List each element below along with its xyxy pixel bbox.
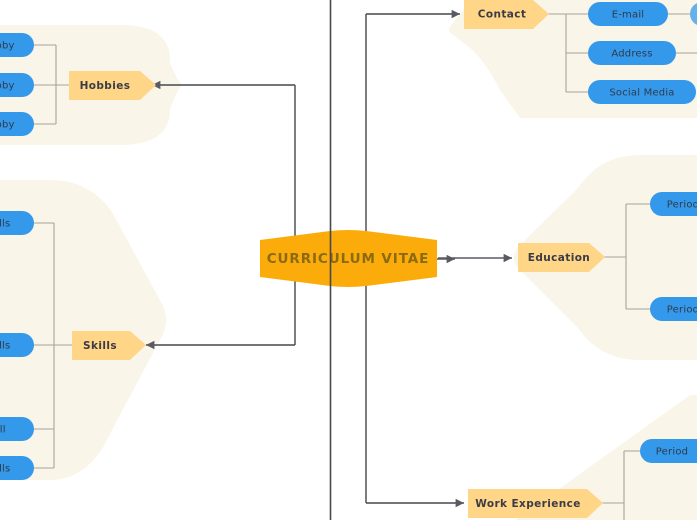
leaf-contact-social-media[interactable]: Social Media — [588, 80, 696, 104]
leaf-hobbies-hobby-1-shape[interactable] — [0, 33, 34, 57]
edge-hobbies-children — [34, 44, 78, 125]
branch-hobbies-shape[interactable] — [69, 71, 156, 100]
center-node-label: CURRICULUM VITAE — [267, 251, 429, 267]
leaf-skills-4-shape[interactable] — [0, 456, 34, 480]
leaf-contact-address[interactable]: Address — [588, 41, 676, 65]
halo-work-experience-2 — [515, 395, 697, 520]
leaf-hobbies-hobby-3[interactable]: Hobby — [0, 112, 34, 136]
branch-contact[interactable]: Contact — [464, 0, 549, 29]
edge-skills-children — [34, 222, 72, 469]
edge-work-children — [602, 450, 640, 520]
branch-education-shape[interactable] — [518, 243, 605, 272]
leaf-contact-email-shape[interactable] — [588, 2, 668, 26]
branch-work-experience-shape[interactable] — [468, 489, 603, 518]
leaf-education-period-2-label: Period — [667, 305, 697, 316]
leaf-contact-social-media-shape[interactable] — [588, 80, 696, 104]
leaf-skills-3[interactable]: Skill — [0, 417, 34, 441]
branch-education[interactable]: Education — [518, 243, 605, 272]
branch-skills[interactable]: Skills — [72, 331, 146, 360]
branch-skills-shape[interactable] — [72, 331, 146, 360]
leaf-offscreen-email-child-shape[interactable] — [690, 2, 697, 26]
leaf-skills-2[interactable]: Skills — [0, 333, 34, 357]
leaf-skills-4[interactable]: Skills — [0, 456, 34, 480]
leaf-education-period-2-shape[interactable] — [650, 297, 697, 321]
leaf-hobbies-hobby-3-shape[interactable] — [0, 112, 34, 136]
leaf-contact-social-media-label: Social Media — [609, 88, 674, 99]
branch-skills-label: Skills — [83, 340, 117, 352]
leaf-work-period-1[interactable]: Period — [640, 439, 697, 463]
leaf-skills-4-label: Skills — [0, 464, 10, 475]
leaf-education-period-1-label: Period — [667, 200, 697, 211]
branch-education-label: Education — [528, 252, 590, 264]
center-node-shape[interactable] — [260, 230, 437, 287]
halo-skills — [0, 180, 166, 480]
leaf-work-period-1-label: Period — [656, 447, 688, 458]
center-node[interactable]: CURRICULUM VITAE — [260, 230, 437, 287]
edge-education-children — [604, 203, 650, 310]
branch-work-experience[interactable]: Work Experience — [468, 489, 603, 518]
branch-hobbies-label: Hobbies — [80, 80, 131, 92]
branch-hobbies[interactable]: Hobbies — [69, 71, 156, 100]
leaf-skills-1[interactable]: Skills — [0, 211, 34, 235]
leaf-skills-3-shape[interactable] — [0, 417, 34, 441]
leaf-education-period-1-shape[interactable] — [650, 192, 697, 216]
leaf-work-period-1-shape[interactable] — [640, 439, 697, 463]
leaf-education-period-2[interactable]: Period — [650, 297, 697, 321]
branch-contact-label: Contact — [478, 9, 527, 21]
leaf-skills-2-shape[interactable] — [0, 333, 34, 357]
edge-contact-children — [548, 13, 588, 93]
leaf-skills-3-label: Skill — [0, 425, 6, 436]
leaf-hobbies-hobby-3-label: Hobby — [0, 120, 15, 131]
leaf-hobbies-hobby-2-label: Hobby — [0, 81, 15, 92]
leaf-skills-1-shape[interactable] — [0, 211, 34, 235]
leaf-contact-email[interactable]: E-mail — [588, 2, 668, 26]
leaf-skills-2-label: Skills — [0, 341, 10, 352]
leaf-contact-email-label: E-mail — [612, 10, 645, 21]
leaf-hobbies-hobby-1[interactable]: Hobby — [0, 33, 34, 57]
leaf-contact-address-shape[interactable] — [588, 41, 676, 65]
leaf-hobbies-hobby-2[interactable]: Hobby — [0, 73, 34, 97]
leaf-hobbies-hobby-1-label: Hobby — [0, 41, 15, 52]
leaf-skills-1-label: Skills — [0, 219, 10, 230]
leaf-hobbies-hobby-2-shape[interactable] — [0, 73, 34, 97]
leaf-offscreen-email-child[interactable] — [690, 2, 697, 26]
branch-work-experience-label: Work Experience — [475, 498, 581, 510]
leaf-contact-address-label: Address — [611, 49, 652, 60]
leaf-education-period-1[interactable]: Period — [650, 192, 697, 216]
branch-contact-shape[interactable] — [464, 0, 549, 29]
